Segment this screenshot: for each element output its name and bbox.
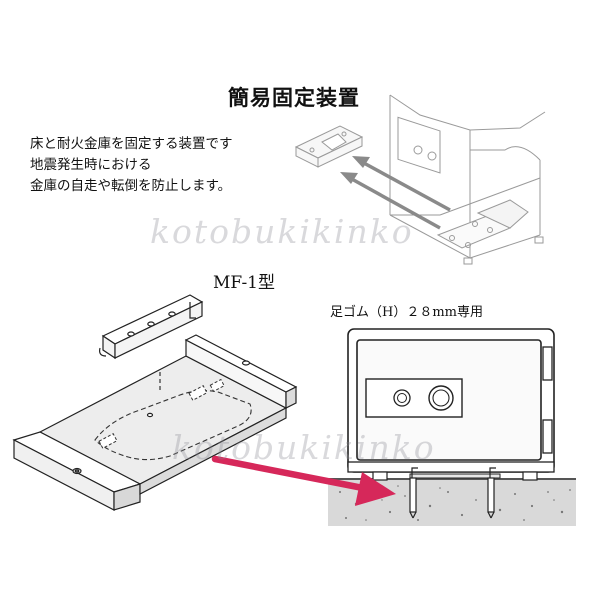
mf1-top-bracket <box>99 294 204 360</box>
description-line-2: 地震発生時における <box>30 157 152 173</box>
description: 床と耐火金庫を固定する装置です 地震発生時における 金庫の自走や転倒を防止します… <box>30 134 233 197</box>
safe-interior-sketch <box>389 94 546 265</box>
foot-note: 足ゴム（H）２８mm専用 <box>330 305 483 320</box>
anchor-bolts <box>409 467 496 519</box>
description-line-1: 床と耐火金庫を固定する装置です <box>30 136 233 152</box>
bracket-sketch <box>294 125 364 168</box>
model-label: MF-1型 <box>213 273 275 293</box>
page-title: 簡易固定装置 <box>228 85 360 110</box>
mf1-base-plate <box>12 334 298 511</box>
insert-arrows <box>340 156 451 230</box>
pointer-arrow <box>211 455 396 506</box>
description-line-3: 金庫の自走や転倒を防止します。 <box>30 178 232 194</box>
watermark-bottom: kotobukikinko <box>172 428 436 467</box>
watermark-top: kotobukikinko <box>150 212 414 251</box>
safe-front <box>347 328 555 481</box>
